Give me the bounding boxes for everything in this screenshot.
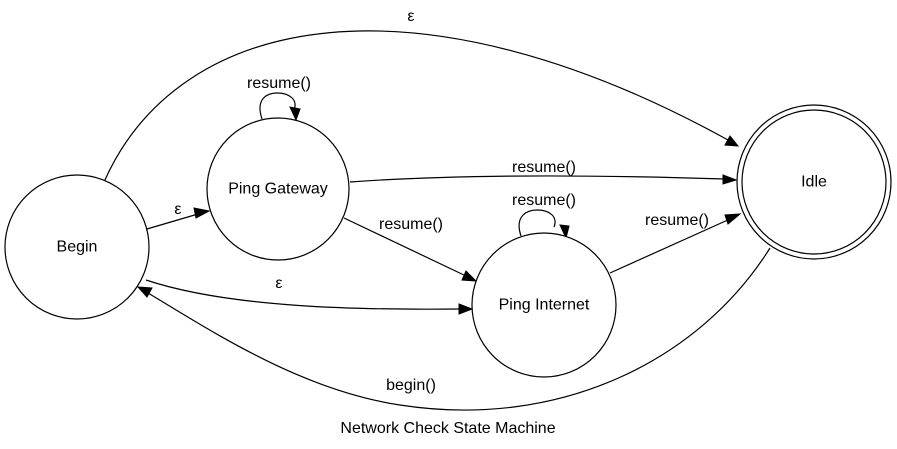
state-ping-internet[interactable]: Ping Internet (471, 232, 617, 378)
edge-ping-gateway-to-idle (349, 174, 738, 185)
label-ping-gateway-self-loop: resume() (247, 75, 311, 92)
state-begin[interactable]: Begin (4, 174, 150, 320)
label-ping-gateway-to-ping-internet: resume() (379, 216, 443, 233)
label-ping-internet-self-loop: resume() (512, 192, 576, 209)
state-begin-label: Begin (57, 239, 98, 256)
edge-ping-gateway-to-ping-internet (343, 217, 478, 282)
label-idle-to-begin: begin() (386, 377, 436, 394)
diagram-caption: Network Check State Machine (340, 420, 555, 437)
edge-ping-gateway-self-loop (259, 92, 301, 122)
label-begin-to-ping-gateway: ε (174, 201, 181, 218)
state-ping-gateway[interactable]: Ping Gateway (206, 117, 350, 261)
label-begin-to-idle: ε (407, 8, 414, 25)
state-idle-accepting[interactable]: Idle (736, 104, 892, 260)
label-ping-internet-to-idle: resume() (645, 212, 709, 229)
state-ping-internet-label: Ping Internet (499, 297, 590, 314)
state-idle-label: Idle (801, 174, 827, 191)
state-ping-gateway-label: Ping Gateway (228, 181, 328, 198)
edge-begin-to-ping-internet (145, 279, 474, 315)
state-idle-inner-ring (741, 109, 887, 255)
label-ping-gateway-to-idle: resume() (512, 159, 576, 176)
edge-idle-to-begin (136, 247, 771, 411)
edge-ping-internet-self-loop (518, 209, 570, 240)
edge-begin-to-idle (103, 30, 740, 183)
edge-begin-to-ping-gateway (146, 207, 211, 230)
label-begin-to-ping-internet: ε (275, 275, 282, 292)
edge-ping-internet-to-idle (609, 213, 742, 274)
